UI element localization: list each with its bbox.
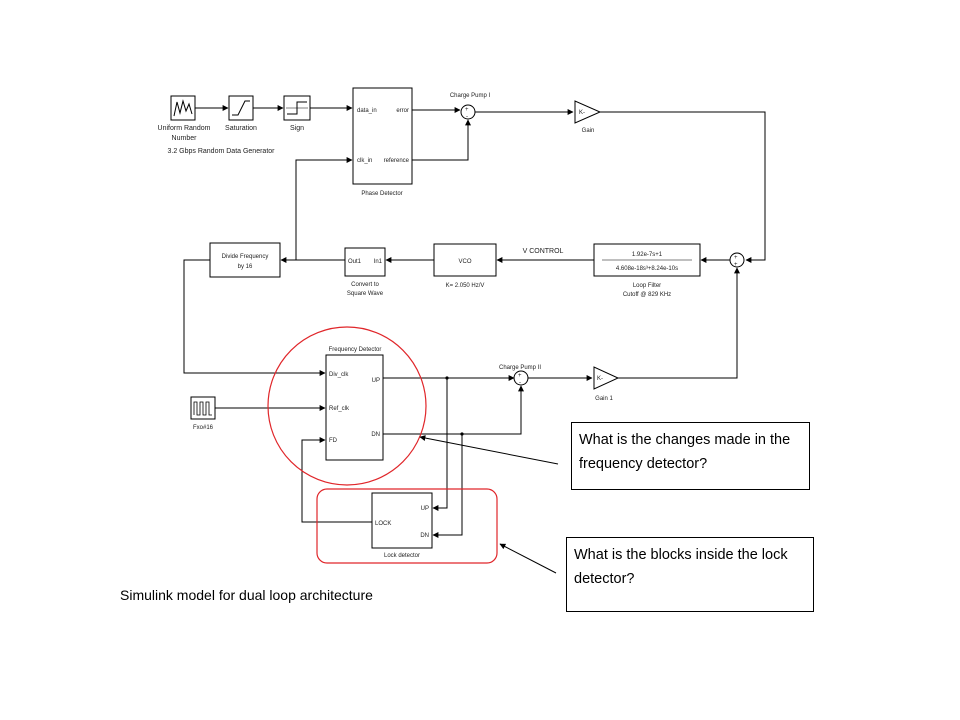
divide-label-2: by 16 <box>238 264 253 270</box>
svg-text:-: - <box>466 114 468 120</box>
frequency-detector-block[interactable] <box>325 354 384 461</box>
fd-ref-port: Ref_clk <box>329 406 350 412</box>
lock-detector-block[interactable] <box>371 492 433 549</box>
question-2-arrow <box>499 543 557 574</box>
gain-1-symbol: K- <box>597 376 603 382</box>
charge-pump-2-label: Charge Pump II <box>499 365 541 371</box>
divide-label-1: Divide Frequency <box>222 254 269 260</box>
gain-label: Gain <box>582 128 595 134</box>
uniform-random-label-1: Uniform Random <box>158 125 211 132</box>
v-control-label: V CONTROL <box>523 248 564 255</box>
uniform-random-number-block[interactable] <box>170 95 196 121</box>
lock-port: LOCK <box>375 521 391 527</box>
charge-pump-2-sum[interactable]: + - <box>513 370 529 386</box>
saturation-block[interactable] <box>228 95 254 121</box>
svg-text:+: + <box>518 373 522 379</box>
gain-1-label: Gain 1 <box>595 396 613 402</box>
question-1-box: What is the changes made in the frequenc… <box>571 422 810 490</box>
vco-block[interactable] <box>433 243 497 277</box>
gain-symbol: K- <box>579 110 585 116</box>
gain-1-block[interactable] <box>593 366 620 390</box>
lock-detector-label: Lock detector <box>384 553 420 559</box>
loop-sum[interactable]: + + <box>729 252 745 268</box>
pd-clk-in-port: clk_in <box>357 158 372 164</box>
question-2-text: What is the blocks inside the lock detec… <box>574 547 788 587</box>
loop-filter-denominator: 4.608e-18s³+8.24e-10s <box>616 266 678 272</box>
loop-filter-cutoff: Cutoff @ 829 KHz <box>623 292 671 298</box>
square-wave-label-2: Square Wave <box>347 291 384 297</box>
ld-up-port: UP <box>421 506 429 512</box>
pd-reference-port: reference <box>384 158 410 164</box>
square-wave-label-1: Convert to <box>351 282 379 288</box>
charge-pump-1-label: Charge Pump I <box>450 93 491 99</box>
saturation-label: Saturation <box>225 125 257 132</box>
gain-block[interactable] <box>574 100 602 124</box>
svg-text:+: + <box>734 262 738 268</box>
question-1-arrow <box>419 435 559 465</box>
question-2-box: What is the blocks inside the lock detec… <box>566 537 814 612</box>
sign-label: Sign <box>290 125 304 132</box>
charge-pump-1-sum[interactable]: + - <box>460 104 476 120</box>
loop-filter-label: Loop Filter <box>633 283 661 289</box>
fd-fd-port: FD <box>329 438 338 444</box>
loop-filter-numerator: 1.92e-7s+1 <box>632 252 663 258</box>
data-generator-label: 3.2 Gbps Random Data Generator <box>167 148 275 155</box>
fd-up-port: UP <box>372 378 380 384</box>
uniform-random-label-2: Number <box>172 135 198 142</box>
figure-caption: Simulink model for dual loop architectur… <box>120 587 373 603</box>
fxo-label: Fxo#16 <box>193 425 214 431</box>
lock-detector-highlight <box>316 488 498 564</box>
square-in-port: In1 <box>374 259 383 265</box>
square-wave-block[interactable] <box>344 247 386 277</box>
svg-text:+: + <box>734 255 738 261</box>
svg-text:-: - <box>519 380 521 386</box>
fd-div-port: Div_clk <box>329 372 349 378</box>
pd-data-in-port: data_in <box>357 108 377 114</box>
frequency-detector-label: Frequency Detector <box>329 347 382 353</box>
fxo-pulse-generator-block[interactable] <box>190 396 216 420</box>
phase-detector-label: Phase Detector <box>361 191 402 197</box>
question-1-text: What is the changes made in the frequenc… <box>579 432 791 472</box>
frequency-detector-highlight <box>267 326 427 486</box>
phase-detector-block[interactable] <box>352 87 413 185</box>
vco-gain-label: K= 2.050 Hz/V <box>446 283 485 289</box>
sign-block[interactable] <box>283 95 311 121</box>
svg-text:+: + <box>465 107 469 113</box>
fd-dn-port: DN <box>371 432 380 438</box>
square-out-port: Out1 <box>348 259 362 265</box>
vco-label: VCO <box>458 259 471 265</box>
divide-frequency-block[interactable] <box>209 242 281 278</box>
pd-error-port: error <box>396 108 409 114</box>
ld-dn-port: DN <box>420 533 429 539</box>
